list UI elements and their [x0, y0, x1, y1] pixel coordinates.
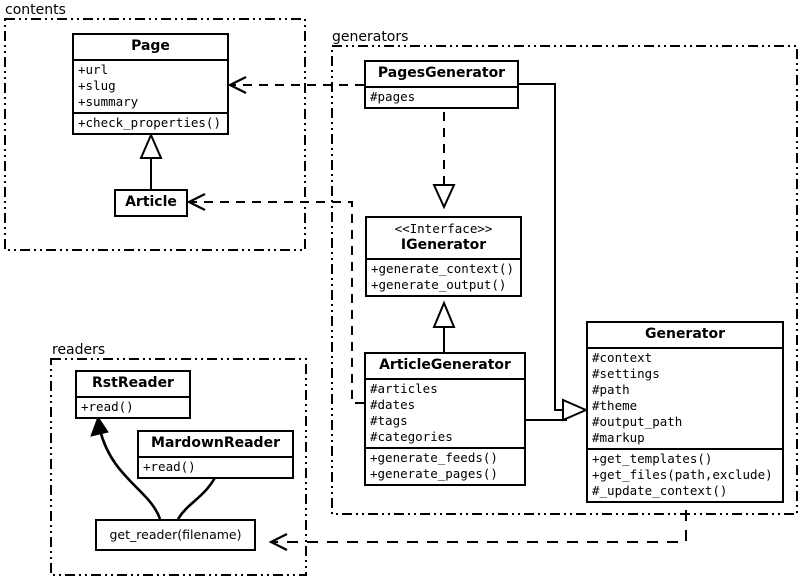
class-name-article: Article: [125, 194, 177, 210]
class-operations-generator: +get_templates() +get_files(path,exclude…: [588, 448, 782, 501]
class-attribute: #tags: [370, 413, 408, 428]
class-name-igenerator: <<Interface>> IGenerator: [367, 218, 520, 258]
class-operations-igenerator: +generate_context() +generate_output(): [367, 258, 520, 295]
package-frame-generators: [331, 45, 798, 515]
relation-getreader-to-rstreader: [90, 415, 162, 520]
class-attribute: #pages: [370, 89, 416, 104]
class-box-markdown-reader[interactable]: MardownReader +read(): [137, 430, 294, 479]
class-name-text-igenerator: IGenerator: [400, 237, 487, 253]
relation-articlegenerator-to-generator: [526, 398, 589, 422]
class-name-rst-reader: RstReader: [92, 375, 174, 391]
class-box-pages-generator[interactable]: PagesGenerator #pages: [364, 60, 519, 109]
class-operation: +read(): [81, 399, 134, 414]
relation-article-to-page: [139, 132, 163, 189]
class-operation: +generate_pages(): [370, 466, 498, 481]
package-label-contents: contents: [4, 2, 68, 18]
class-stereotype-igenerator: <<Interface>>: [394, 221, 493, 236]
relation-generator-to-getreader: [268, 510, 687, 551]
class-attributes-pages-generator: #pages: [366, 86, 517, 107]
class-attribute: +slug: [78, 78, 116, 93]
class-operations-rst-reader: +read(): [77, 396, 189, 417]
class-box-article-generator[interactable]: ArticleGenerator #articles #dates #tags …: [364, 352, 526, 486]
package-frame-contents: [4, 18, 306, 251]
class-box-page[interactable]: Page +url +slug +summary +check_properti…: [72, 33, 229, 135]
package-frame-readers: [50, 358, 307, 576]
class-attribute: #context: [592, 350, 653, 365]
class-attribute: #categories: [370, 429, 453, 444]
class-operation: +read(): [143, 459, 196, 474]
class-attribute: #settings: [592, 366, 660, 381]
package-label-generators: generators: [331, 29, 411, 45]
class-name-page: Page: [131, 38, 170, 54]
relation-pagesgenerator-to-generator: [519, 83, 566, 411]
package-label-readers: readers: [51, 342, 108, 358]
class-operations-markdown-reader: +read(): [139, 456, 292, 477]
class-attributes-generator: #context #settings #path #theme #output_…: [588, 347, 782, 448]
relation-articlegenerator-to-igenerator: [432, 300, 456, 352]
class-attribute: +url: [78, 62, 109, 77]
class-attribute: #markup: [592, 430, 645, 445]
class-box-generator[interactable]: Generator #context #settings #path #them…: [586, 321, 784, 503]
class-operations-article-generator: +generate_feeds() +generate_pages(): [366, 447, 524, 484]
class-attributes-page: +url +slug +summary: [74, 59, 227, 112]
class-attributes-article-generator: #articles #dates #tags #categories: [366, 378, 524, 447]
class-attribute: #articles: [370, 381, 438, 396]
class-operation: +check_properties(): [78, 115, 221, 130]
class-name-pages-generator: PagesGenerator: [377, 65, 506, 81]
class-operation: +generate_context(): [371, 261, 514, 276]
class-name-generator: Generator: [644, 326, 725, 342]
class-operation: +generate_feeds(): [370, 450, 498, 465]
function-name-get-reader: get_reader(filename): [109, 527, 242, 542]
class-operations-page: +check_properties(): [74, 112, 227, 133]
relation-articlegenerator-to-article: [186, 193, 364, 404]
class-operation: +get_files(path,exclude): [592, 467, 773, 482]
class-operation: +get_templates(): [592, 451, 713, 466]
class-name-article-generator: ArticleGenerator: [379, 357, 511, 373]
class-attribute: +summary: [78, 94, 139, 109]
class-attribute: #dates: [370, 397, 416, 412]
class-name-markdown-reader: MardownReader: [151, 435, 280, 451]
class-attribute: #theme: [592, 398, 638, 413]
class-box-article[interactable]: Article: [114, 189, 188, 217]
class-operation: +generate_output(): [371, 277, 507, 292]
relation-pagesgenerator-to-igenerator: [432, 112, 456, 210]
class-attribute: #path: [592, 382, 630, 397]
relation-pagesgenerator-to-page: [227, 76, 364, 94]
class-box-igenerator[interactable]: <<Interface>> IGenerator +generate_conte…: [365, 216, 522, 297]
class-operation: #_update_context(): [592, 483, 728, 498]
class-box-rst-reader[interactable]: RstReader +read(): [75, 370, 191, 419]
class-attribute: #output_path: [592, 414, 683, 429]
function-box-get-reader[interactable]: get_reader(filename): [95, 519, 256, 551]
